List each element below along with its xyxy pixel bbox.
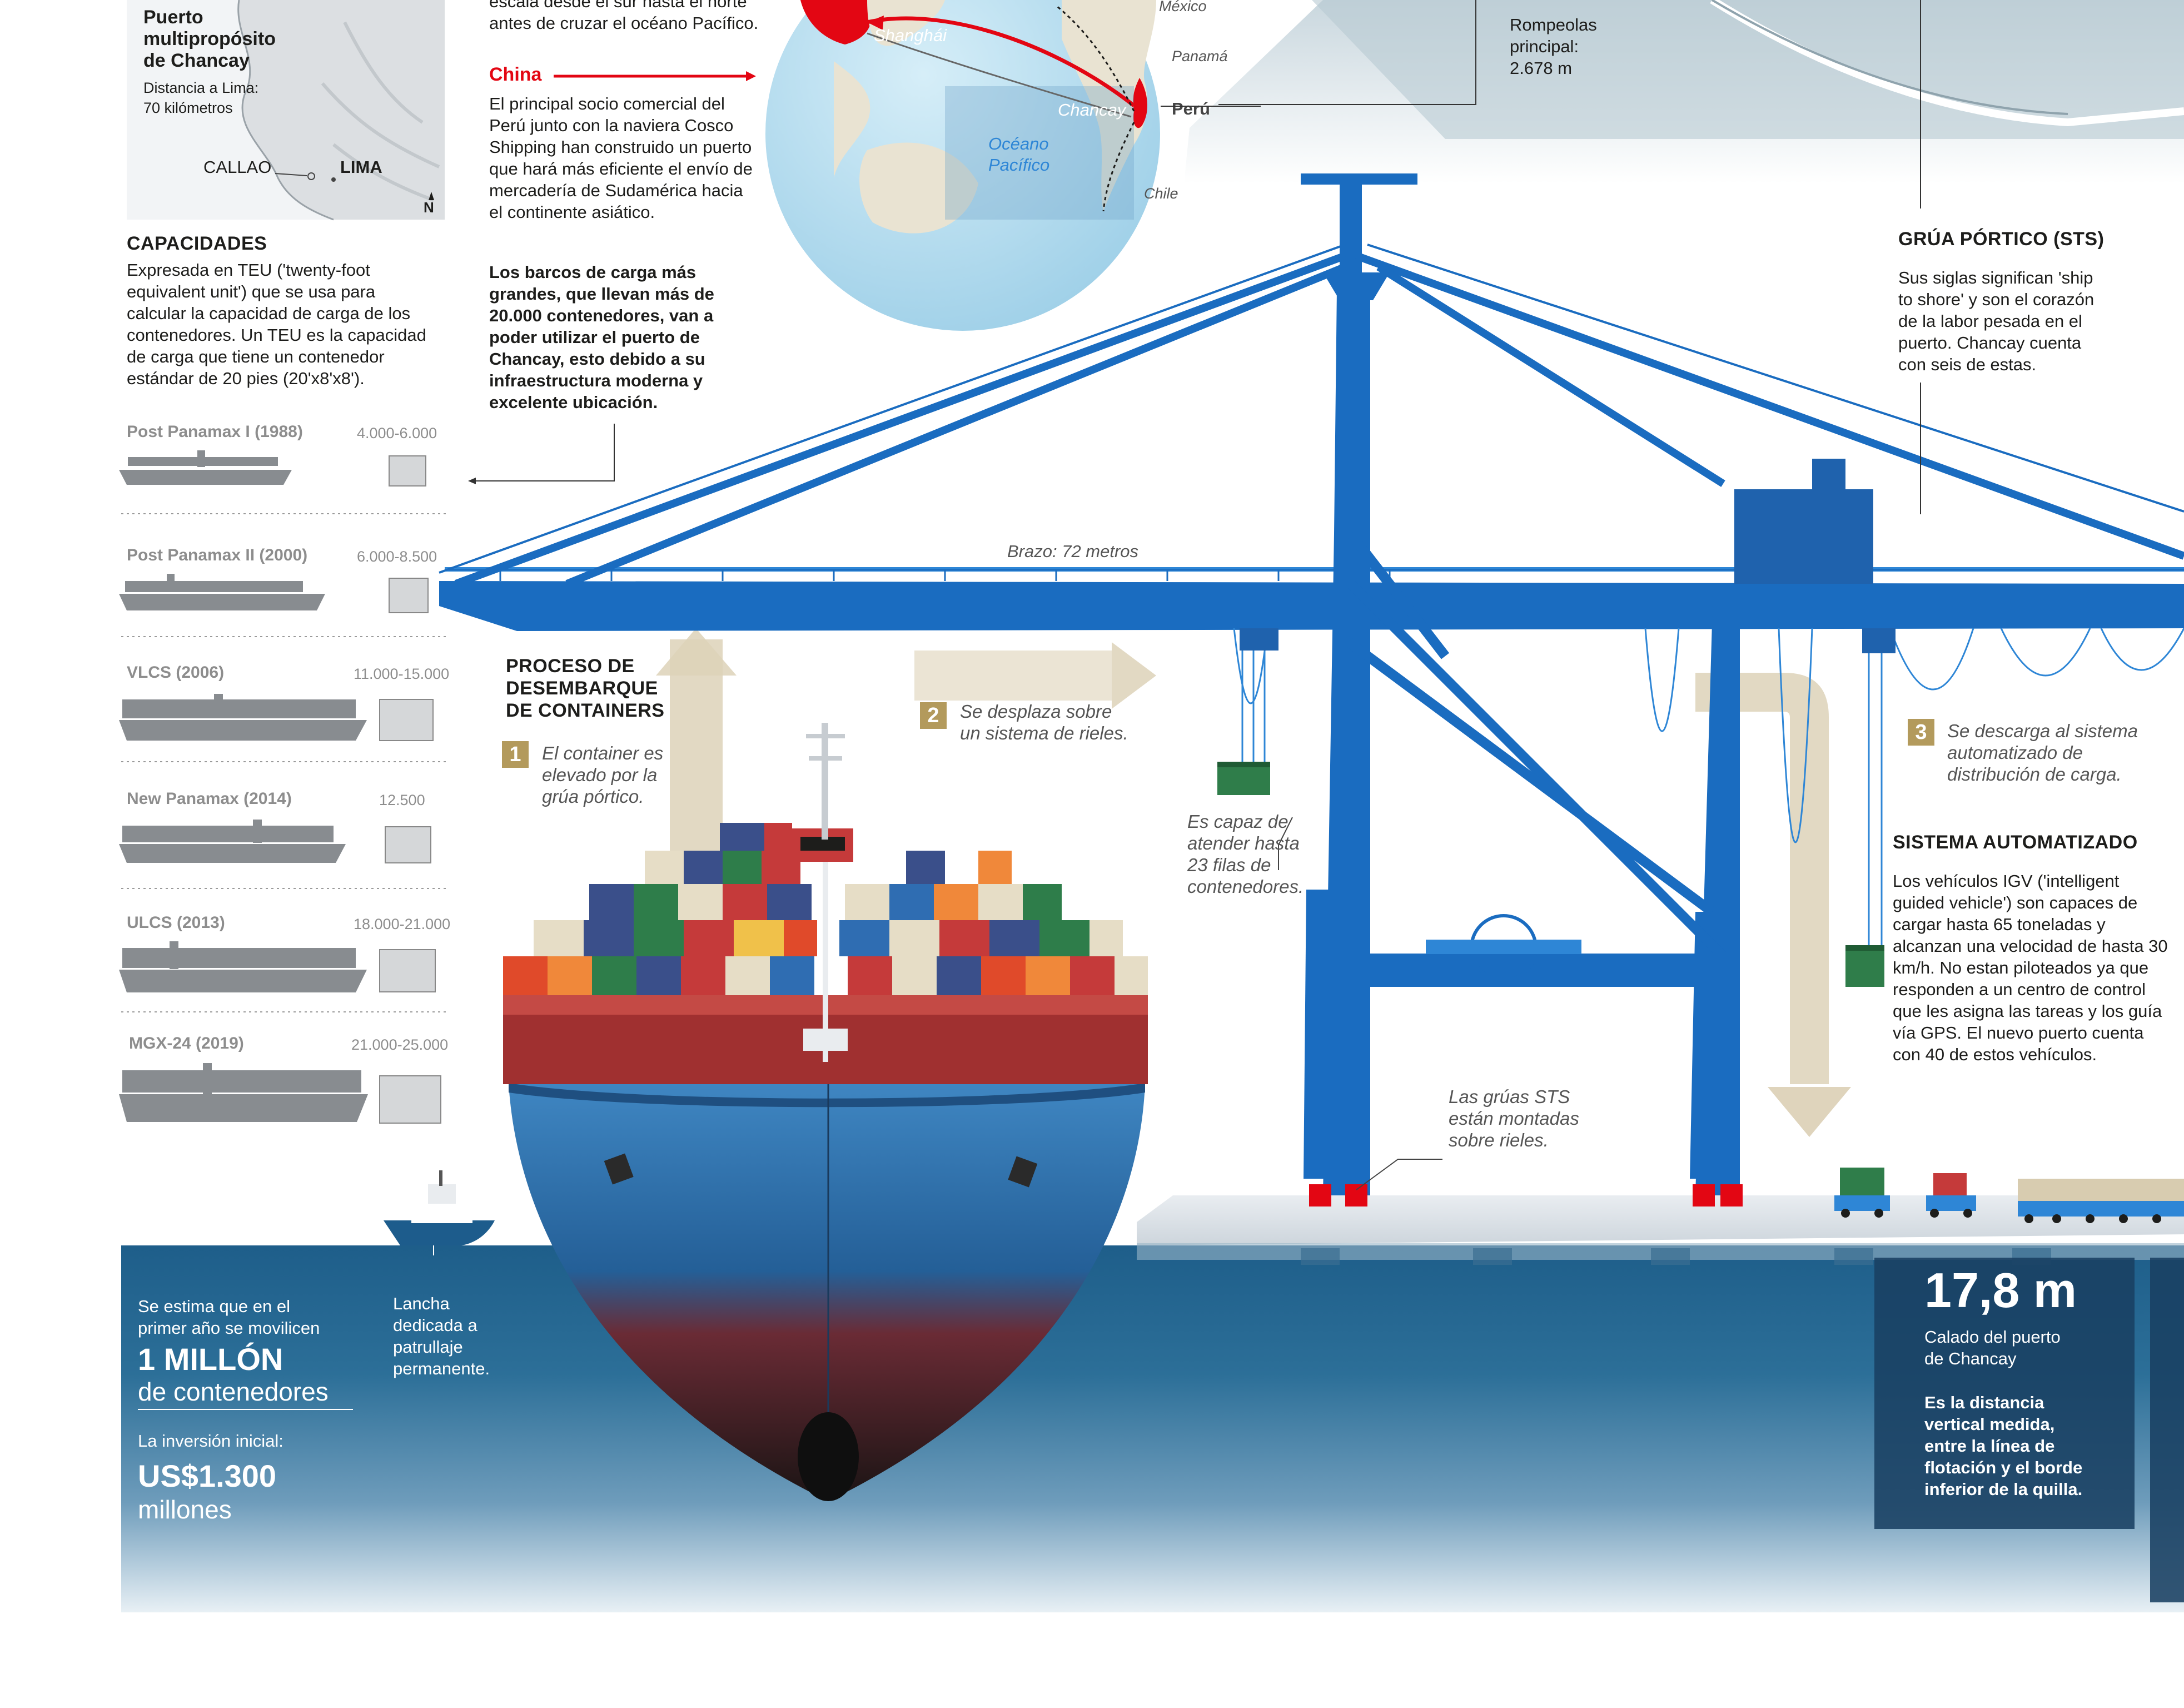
ship-silhouette-3 xyxy=(119,694,434,741)
automated-text: Los vehículos IGV ('intelligent guided v… xyxy=(1893,871,2168,1064)
crane-wheels xyxy=(1309,1184,1743,1206)
quay xyxy=(1137,1195,2184,1265)
process-title: PROCESO DE DESEMBARQUE DE CONTAINERS xyxy=(506,656,665,721)
crane-rows-note: Es capaz de atender hasta 23 filas de co… xyxy=(1187,811,1304,897)
step-number-3: 3 xyxy=(1915,721,1927,744)
step-badge-3 xyxy=(1908,719,1934,746)
ship-silhouette-6 xyxy=(119,1063,441,1124)
step-badges xyxy=(502,702,1934,768)
globe-label-ocean: Océano Pacífico xyxy=(988,134,1050,175)
globe xyxy=(765,0,1160,331)
investment-value: US$1.300 xyxy=(138,1458,277,1493)
globe-label-chancay: Chancay xyxy=(1058,100,1126,120)
ship-name-6: MGX-24 (2019) xyxy=(129,1034,244,1052)
china-region xyxy=(800,0,872,44)
investment-unit: millones xyxy=(138,1495,232,1524)
depth-text: Es la distancia vertical medida, entre l… xyxy=(1924,1393,2083,1499)
step-text-2: Se desplaza sobre un sistema de rieles. xyxy=(960,701,1128,743)
breakwater-panel xyxy=(1184,0,2184,208)
patrol-boat xyxy=(384,1170,495,1255)
ship-teu-6: 21.000-25.000 xyxy=(351,1036,449,1053)
investment-intro: La inversión inicial: xyxy=(138,1431,283,1451)
step-text-3: Se descarga al sistema automatizado de d… xyxy=(1947,721,2138,785)
sea-background xyxy=(121,1245,2184,1612)
globe-label-panama: Panamá xyxy=(1172,48,1228,64)
ship-teu-4: 12.500 xyxy=(379,792,425,808)
route-arrow-icon xyxy=(867,16,884,30)
boat-note: Lancha dedicada a patrullaje permanente. xyxy=(393,1294,490,1378)
china-arrow xyxy=(554,71,756,81)
china-peru-route xyxy=(867,16,1136,107)
step-badge-1 xyxy=(502,741,529,768)
container-stacks xyxy=(503,823,1148,995)
ship-name-1: Post Panamax I (1988) xyxy=(127,423,303,441)
peru-region xyxy=(1133,78,1148,128)
step-text-1: El container es elevado por la grúa pórt… xyxy=(542,743,664,807)
step-number-2: 2 xyxy=(927,704,939,727)
ship-name-4: New Panamax (2014) xyxy=(127,790,292,808)
arrow-icon xyxy=(670,639,723,851)
depth-value: 17,8 m xyxy=(1924,1263,2077,1318)
ship-name-2: Post Panamax II (2000) xyxy=(127,546,308,564)
capacities-text: Expresada en TEU ('twenty-foot equivalen… xyxy=(127,260,426,388)
crane-text: Sus siglas significan 'ship to shore' y … xyxy=(1898,268,2095,374)
step-badge-2 xyxy=(920,702,947,729)
north-arrow-icon xyxy=(429,192,434,200)
globe-label-mexico: México xyxy=(1159,0,1207,14)
hanging-container-1 xyxy=(1217,762,1270,795)
depth-label: Calado del puerto de Chancay xyxy=(1924,1327,2061,1368)
process-arrows xyxy=(656,628,1851,1137)
depth-box xyxy=(1874,1258,2135,1529)
map-label-lima: LIMA xyxy=(340,157,382,177)
route-text: escala desde el sur hasta el norte antes… xyxy=(489,0,759,33)
china-label: China xyxy=(489,64,542,85)
ship-teu-3: 11.000-15.000 xyxy=(354,666,450,682)
ship-name-5: ULCS (2013) xyxy=(127,913,225,932)
peru-leader-line xyxy=(1161,106,1261,107)
capacities-title: CAPACIDADES xyxy=(127,233,267,254)
crane-rails-note: Las grúas STS están montadas sobre riele… xyxy=(1449,1086,1579,1150)
step-number-1: 1 xyxy=(509,743,521,766)
containers-value: 1 MILLÓN xyxy=(138,1342,283,1377)
ship-silhouette-5 xyxy=(119,941,436,992)
china-text: El principal socio comercial del Perú ju… xyxy=(489,94,753,222)
globe-label-peru: Perú xyxy=(1172,99,1210,118)
crane-title: GRÚA PÓRTICO (STS) xyxy=(1898,229,2105,250)
container-ship xyxy=(503,723,1148,1501)
globe-label-chile: Chile xyxy=(1144,185,1178,202)
big-ships-text: Los barcos de carga más grandes, que lle… xyxy=(489,262,714,412)
map-north-label: N xyxy=(424,199,434,216)
automated-title: SISTEMA AUTOMATIZADO xyxy=(1893,832,2138,853)
ship-silhouette-1 xyxy=(119,450,426,486)
breakwater-text: Rompeolas principal: 2.678 m xyxy=(1510,15,1597,78)
ship-teu-5: 18.000-21.000 xyxy=(354,916,451,932)
ship-name-3: VLCS (2006) xyxy=(127,663,225,682)
ship-teu-2: 6.000-8.500 xyxy=(357,548,437,565)
ship-teu-1: 4.000-6.000 xyxy=(357,425,437,441)
breakwater-leader-line xyxy=(1218,0,1476,105)
chancay-map xyxy=(127,0,445,221)
map-label-callao: CALLAO xyxy=(203,157,272,177)
containers-unit: de contenedores xyxy=(138,1377,329,1406)
globe-label-shanghai: Shanghái xyxy=(874,26,947,45)
map-title: Puerto multipropósito de Chancay xyxy=(143,7,276,71)
containers-intro: Se estima que en el primer año se movili… xyxy=(138,1297,320,1338)
hanging-container-2 xyxy=(1845,945,1884,987)
map-distance: Distancia a Lima: 70 kilómetros xyxy=(143,80,259,116)
crane-arm-label: Brazo: 72 metros xyxy=(1007,542,1139,561)
ship-silhouettes xyxy=(119,450,441,1124)
igv-vehicles xyxy=(1834,1168,2184,1223)
australia-region xyxy=(859,142,978,234)
ship-silhouette-4 xyxy=(119,820,431,863)
sts-crane xyxy=(439,173,2184,1195)
ship-silhouette-2 xyxy=(119,574,429,613)
depth-box-edge xyxy=(2150,1258,2184,1602)
